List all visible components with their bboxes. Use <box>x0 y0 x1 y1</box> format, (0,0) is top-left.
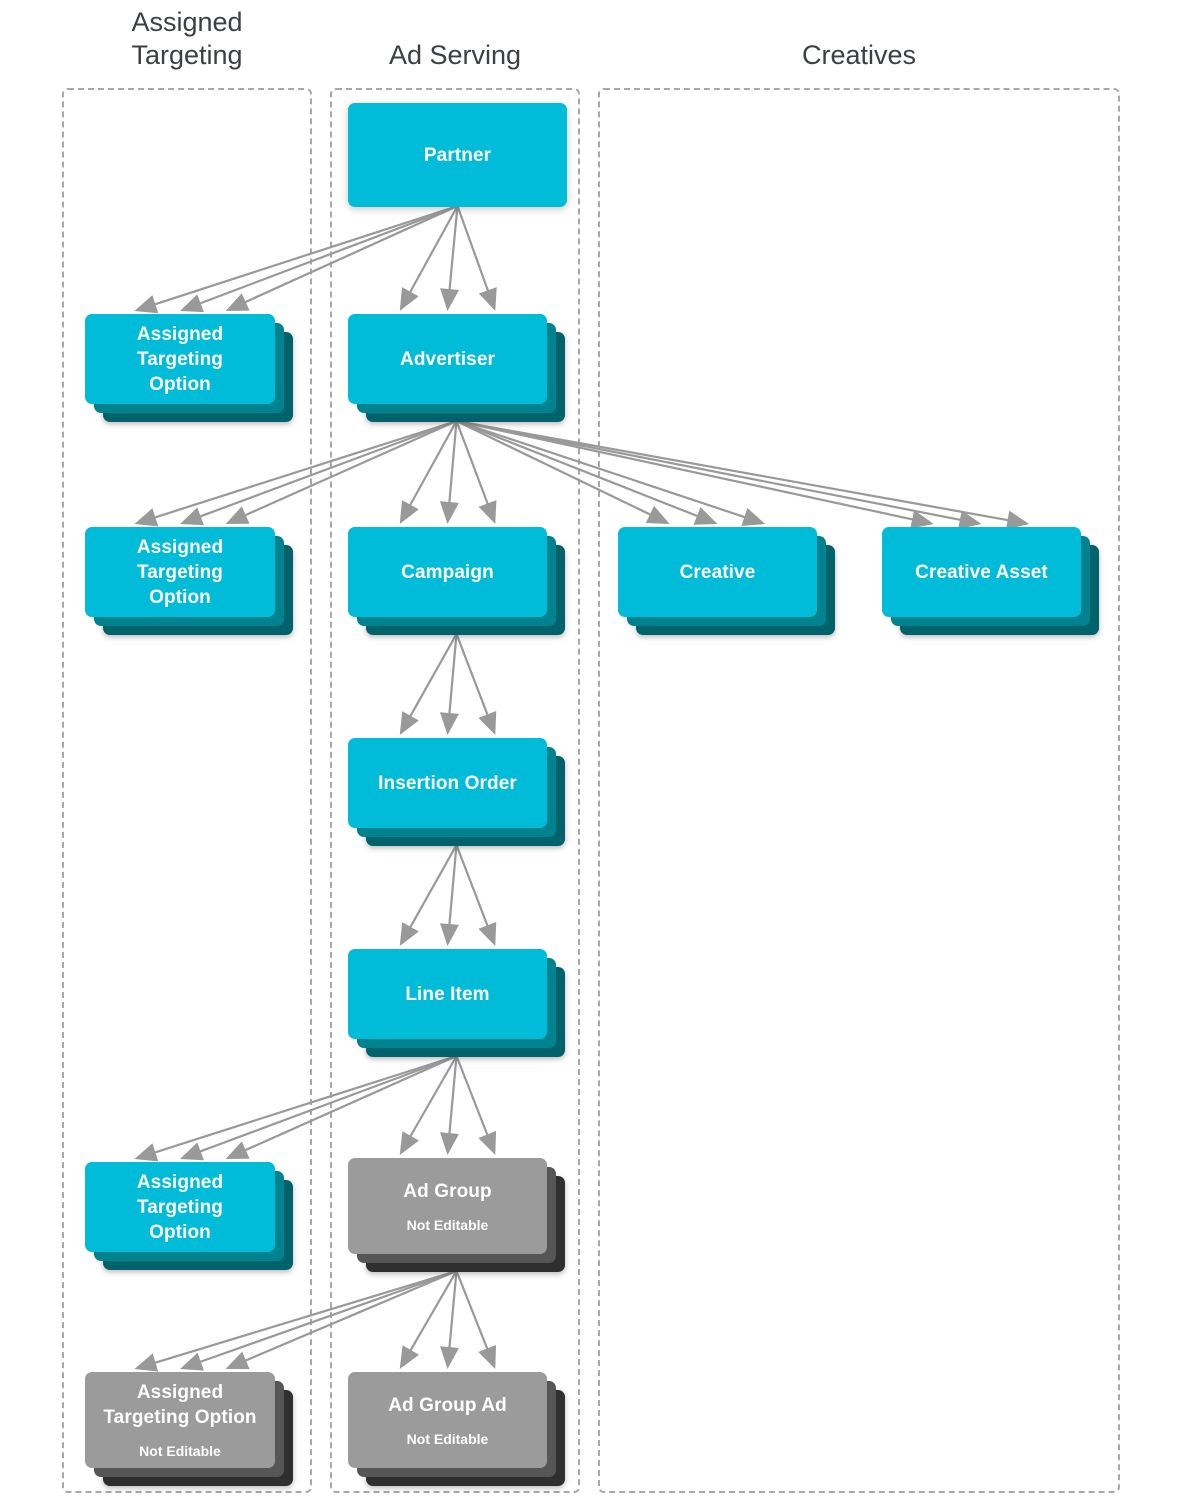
node-advertiser[interactable]: Advertiser <box>348 314 565 422</box>
node-ato-advertiser[interactable]: Assigned Targeting Option <box>85 527 293 635</box>
node-label: Creative <box>679 561 756 583</box>
node-label: Advertiser <box>400 348 495 370</box>
node-not-editable-badge: Not Editable <box>406 1216 489 1233</box>
node-label: Line Item <box>405 983 490 1005</box>
node-insertion-order[interactable]: Insertion Order <box>348 738 565 846</box>
node-not-editable-badge: Not Editable <box>406 1430 489 1447</box>
node-creative[interactable]: Creative <box>618 527 835 635</box>
node-ato-partner[interactable]: Assigned Targeting Option <box>85 314 293 422</box>
node-card-front[interactable]: Ad Group Ad Not Editable <box>348 1372 547 1468</box>
node-card-front[interactable]: Assigned Targeting Option <box>85 314 275 404</box>
node-ad-group-ad[interactable]: Ad Group Ad Not Editable <box>348 1372 565 1486</box>
node-label: Ad Group <box>403 1180 492 1202</box>
node-not-editable-badge: Not Editable <box>139 1443 221 1459</box>
node-label: Assigned Targeting Option <box>136 323 224 395</box>
node-card-front[interactable]: Creative Asset <box>882 527 1081 617</box>
node-ato-line-item[interactable]: Assigned Targeting Option <box>85 1162 293 1270</box>
column-group-ad-serving <box>330 88 580 1493</box>
node-label: Ad Group Ad <box>388 1394 507 1416</box>
node-card-front[interactable]: Partner <box>348 103 567 207</box>
column-group-creatives <box>598 88 1120 1493</box>
node-card-front[interactable]: Line Item <box>348 949 547 1039</box>
node-partner[interactable]: Partner <box>348 103 567 207</box>
node-label: Creative Asset <box>915 561 1048 583</box>
node-card-front[interactable]: Assigned Targeting Option <box>85 527 275 617</box>
node-creative-asset[interactable]: Creative Asset <box>882 527 1099 635</box>
node-label: Insertion Order <box>378 772 517 794</box>
column-title-creatives: Creatives <box>801 40 917 70</box>
node-card-front[interactable]: Campaign <box>348 527 547 617</box>
node-card-front[interactable]: Insertion Order <box>348 738 547 828</box>
node-label: Assigned Targeting Option <box>103 1382 257 1428</box>
node-card-front[interactable]: Creative <box>618 527 817 617</box>
node-label: Partner <box>423 144 492 166</box>
column-title-ad-serving: Ad Serving <box>388 40 522 70</box>
node-campaign[interactable]: Campaign <box>348 527 565 635</box>
node-label: Assigned Targeting Option <box>136 536 224 608</box>
node-label: Campaign <box>401 561 494 583</box>
node-card-front[interactable]: Assigned Targeting Option <box>85 1162 275 1252</box>
node-line-item[interactable]: Line Item <box>348 949 565 1057</box>
node-label: Assigned Targeting Option <box>136 1171 224 1243</box>
column-title-assigned-targeting: Assigned Targeting <box>131 7 243 70</box>
column-group-assigned-targeting <box>62 88 312 1493</box>
node-card-front[interactable]: Advertiser <box>348 314 547 404</box>
